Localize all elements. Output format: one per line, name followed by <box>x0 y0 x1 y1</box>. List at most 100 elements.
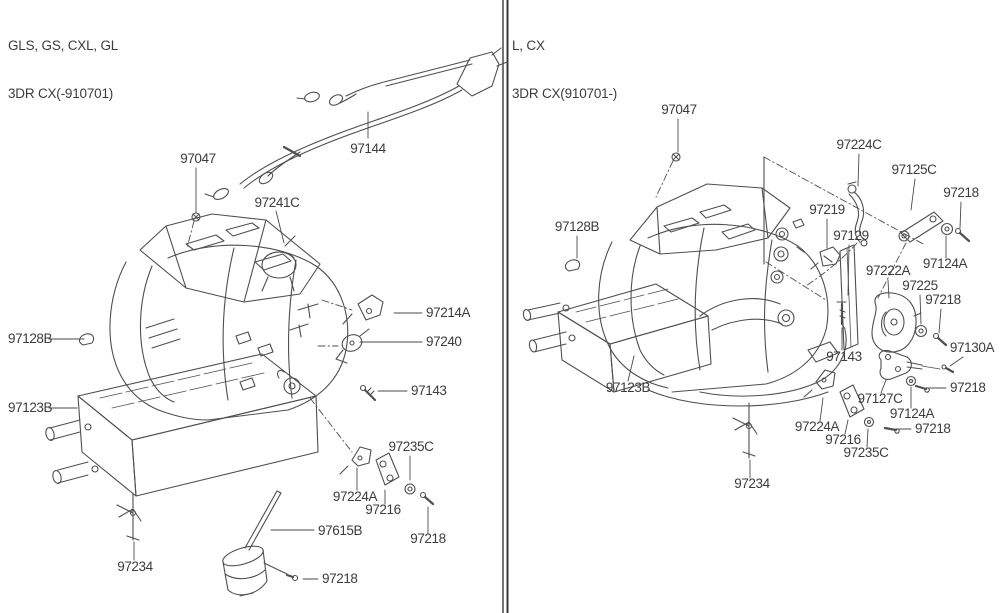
leader-line-97224A-17 <box>819 397 824 422</box>
part-label-97127C-14: 97127C <box>858 391 904 406</box>
left-panel-header: GLS, GS, CXL, GL 3DR CX(-910701) <box>8 6 118 134</box>
part-label-97218-11: 97218 <box>410 531 446 546</box>
control-rod-97615B <box>222 490 299 597</box>
part-label-97130A-12: 97130A <box>950 340 995 355</box>
leader-line-97130A-12 <box>949 356 964 367</box>
panel-divider <box>502 0 509 613</box>
screw-97130A <box>941 364 955 374</box>
part-label-97224A-9: 97224A <box>333 489 378 504</box>
part-label-97124A-7: 97124A <box>923 256 968 271</box>
part-label-97234-14: 97234 <box>117 559 153 574</box>
washer-97235C <box>404 483 416 495</box>
wiring-harness-97144 <box>204 47 508 201</box>
part-label-97047-0: 97047 <box>180 151 216 166</box>
washer-97124A-top <box>940 222 954 236</box>
right-panel-header: L, CX 3DR CX(910701-) <box>512 6 617 134</box>
part-label-97128B-3: 97128B <box>8 331 53 346</box>
part-label-97234-21: 97234 <box>734 476 770 491</box>
bracket-97216-right <box>839 384 865 418</box>
leader-line-97222A-8 <box>887 279 890 299</box>
washer-97225 <box>914 324 928 338</box>
clamp-97224A-right <box>803 369 836 398</box>
part-label-97125C-2: 97125C <box>892 162 938 177</box>
part-label-97143-11: 97143 <box>826 349 862 364</box>
leader-line-97235C-19 <box>866 428 869 448</box>
part-label-97218-13: 97218 <box>322 571 358 586</box>
leader-line-97218-10 <box>938 308 942 334</box>
mix-door-duct <box>647 298 847 407</box>
part-label-97218-3: 97218 <box>943 185 979 200</box>
right-panel-header-line1: L, CX <box>512 38 545 53</box>
part-label-97129-5: 97129 <box>833 228 869 243</box>
part-label-97218-15: 97218 <box>950 380 986 395</box>
screw-97218-top <box>954 227 971 243</box>
part-label-97218-10: 97218 <box>925 292 961 307</box>
leader-line-97241C-2 <box>275 210 285 244</box>
part-97214A <box>342 294 384 325</box>
part-label-97214A-5: 97214A <box>426 305 471 320</box>
screw-97143-right <box>836 301 847 330</box>
part-label-97047-0: 97047 <box>661 102 697 117</box>
part-label-97224A-17: 97224A <box>795 419 840 434</box>
left-diagram: 97047 97144 97241C 97128B 97123B 97214A 97240 9… <box>8 47 508 597</box>
part-label-97218-20: 97218 <box>915 421 951 436</box>
heater-blower-case <box>109 244 349 421</box>
heater-core-97123B-right <box>522 283 712 393</box>
part-label-97216-10: 97216 <box>365 502 401 517</box>
part-label-97225-9: 97225 <box>902 278 938 293</box>
part-label-97123B-13: 97123B <box>606 380 651 395</box>
leader-line-97224C-1 <box>857 153 860 187</box>
mount-bolt-97047-right <box>655 152 681 198</box>
top-mount-bracket-right <box>629 183 791 255</box>
bracket-97127C <box>878 350 941 380</box>
part-label-97216-18: 97216 <box>825 432 861 447</box>
screw-97218-d <box>883 426 900 434</box>
part-label-97144-1: 97144 <box>350 141 386 156</box>
left-panel-header-line2: 3DR CX(-910701) <box>8 86 114 101</box>
small-bracket-parts <box>289 299 353 453</box>
part-label-97224C-1: 97224C <box>837 137 883 152</box>
washer-97124A-b <box>905 375 917 387</box>
leader-line-97127C-14 <box>880 379 887 394</box>
part-label-97241C-2: 97241C <box>255 195 301 210</box>
clamp-97219 <box>810 246 841 270</box>
right-diagram: 97047 97224C 97125C 97218 97219 97129 97128B 97… <box>522 102 995 491</box>
part-label-97124A-16: 97124A <box>890 406 935 421</box>
leader-line-97129-5 <box>847 244 850 296</box>
left-panel-header-line1: GLS, GS, CXL, GL <box>8 38 119 53</box>
lever-arm-97125C <box>877 211 944 299</box>
link-rod-97224C <box>805 181 868 287</box>
part-label-97615B-12: 97615B <box>318 523 363 538</box>
screw-97218-c <box>914 384 930 393</box>
left-labels: 97047 97144 97241C 97128B 97123B 97214A 97240 9… <box>8 111 471 586</box>
screw-97218-b <box>932 332 948 347</box>
right-labels: 97047 97224C 97125C 97218 97219 97129 97128B 97… <box>555 102 995 491</box>
right-panel-header-line2: 3DR CX(910701-) <box>512 86 618 101</box>
leader-line-97123B-13 <box>627 355 635 382</box>
part-97240 <box>335 328 370 364</box>
lever-97234-right <box>732 402 758 459</box>
top-mount-bracket <box>139 213 321 303</box>
leader-line-97125C-2 <box>910 178 916 211</box>
screw-97143 <box>359 384 377 402</box>
part-label-97240-6: 97240 <box>426 334 462 349</box>
washer-97235C-right <box>863 416 875 428</box>
clip-97128B <box>78 333 95 346</box>
leader-line-97225-9 <box>919 294 922 325</box>
clamp-97224A <box>339 446 372 475</box>
bracket-97216 <box>375 452 400 486</box>
part-label-97235C-19: 97235C <box>844 445 890 460</box>
leader-line-97216-18 <box>844 419 849 435</box>
part-label-97235C-8: 97235C <box>389 439 435 454</box>
part-label-97123B-4: 97123B <box>8 400 53 415</box>
leader-line-97218-3 <box>959 201 962 229</box>
heater-core-97123B <box>45 353 319 497</box>
part-label-97222A-8: 97222A <box>866 263 911 278</box>
part-label-97219-4: 97219 <box>809 202 845 217</box>
screw-97218-a <box>419 491 435 506</box>
part-label-97128B-6: 97128B <box>555 219 600 234</box>
part-label-97143-7: 97143 <box>411 383 447 398</box>
lever-97234 <box>116 492 142 541</box>
